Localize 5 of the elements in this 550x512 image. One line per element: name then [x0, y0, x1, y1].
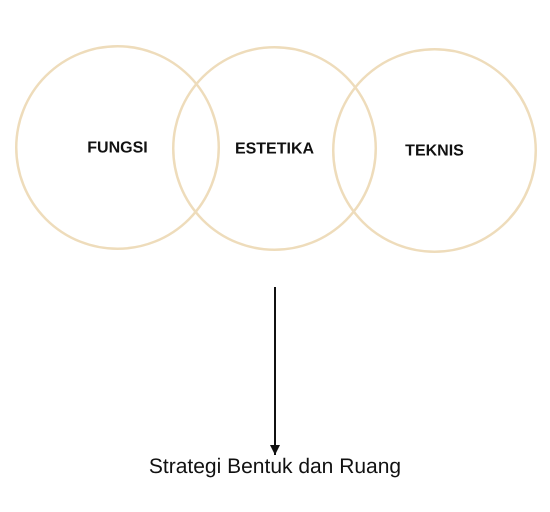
circle-label: ESTETIKA: [234, 139, 314, 158]
result-text: Strategi Bentuk dan Ruang: [148, 455, 402, 479]
arrow: [270, 287, 280, 455]
circle-label: TEKNIS: [405, 141, 464, 160]
circle-label: FUNGSI: [87, 138, 148, 157]
